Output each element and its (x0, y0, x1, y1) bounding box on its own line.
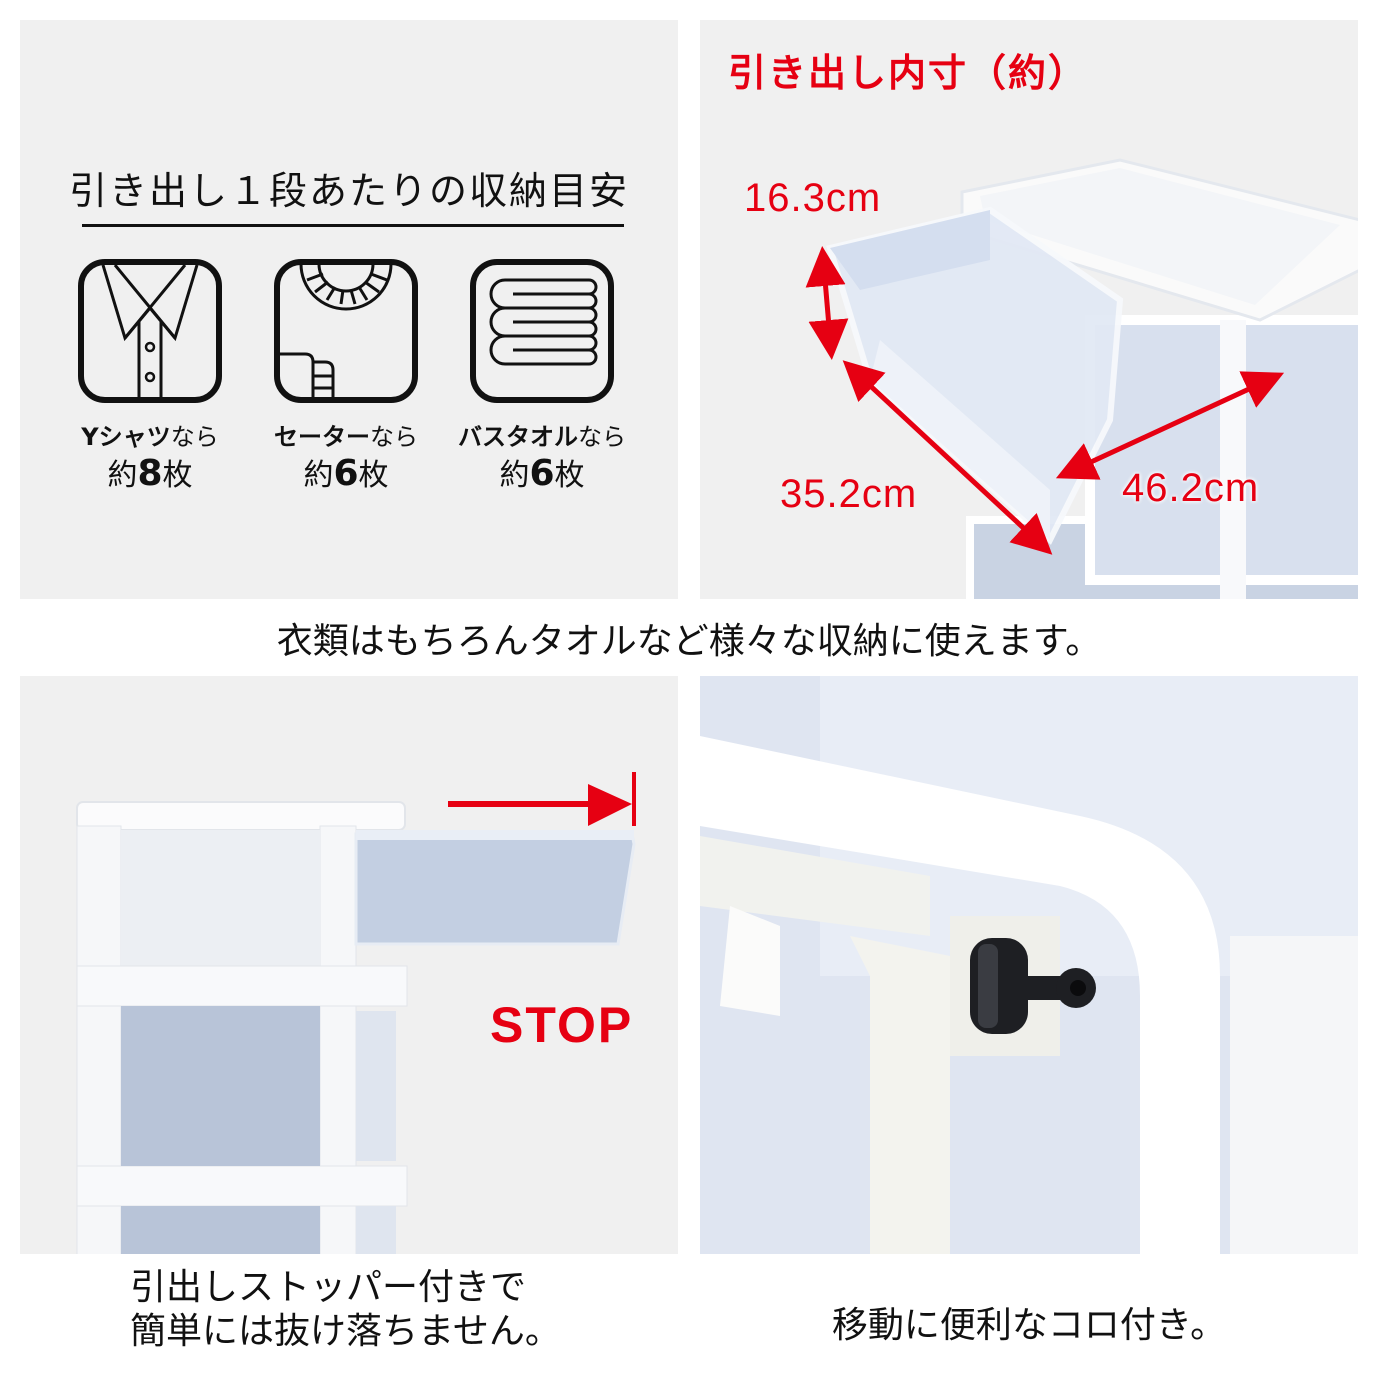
shirt-icon (77, 258, 223, 404)
title-divider (82, 224, 624, 227)
item-name: Yシャツ (81, 423, 171, 451)
storage-guide-title: 引き出し１段あたりの収納目安 (68, 169, 629, 213)
caster-caption: 移動に便利なコロ付き。 (831, 1305, 1227, 1346)
stopper-caption-line2: 簡単には抜け落ちません。 (130, 1311, 561, 1352)
storage-guide-panel: 引き出し１段あたりの収納目安 (20, 20, 678, 599)
item-name: バスタオル (458, 423, 578, 451)
item-suffix: なら (578, 423, 626, 451)
depth-dimension: 35.2cm (780, 472, 918, 516)
shirt-capacity: Yシャツなら 約8枚 (50, 420, 250, 496)
qty-prefix: 約 (499, 458, 530, 493)
qty-suffix: 枚 (162, 458, 193, 493)
item-suffix: なら (370, 423, 418, 451)
qty-value: 6 (333, 453, 359, 494)
dimensions-panel: 引き出し内寸（約） 16.3cm 35.2cm 46.2cm (700, 20, 1358, 599)
sweater-icon (273, 258, 419, 404)
bath-towel-icon (469, 258, 615, 404)
towel-capacity: バスタオルなら 約6枚 (442, 420, 642, 496)
stopper-caption: 引出しストッパー付きで 簡単には抜け落ちません。 (130, 1266, 561, 1354)
qty-suffix: 枚 (554, 458, 585, 493)
height-dimension: 16.3cm (744, 176, 882, 220)
qty-suffix: 枚 (358, 458, 389, 493)
qty-value: 8 (137, 453, 163, 494)
stopper-caption-line1: 引出しストッパー付きで (130, 1267, 527, 1308)
dimension-arrows (805, 246, 1285, 555)
caster-panel (700, 676, 1358, 1254)
caster-wheel-closeup (700, 676, 1358, 1254)
stopper-panel: STOP (20, 676, 678, 1254)
sweater-capacity: セーターなら 約6枚 (246, 420, 446, 496)
width-dimension: 46.2cm (1122, 466, 1260, 510)
usage-caption: 衣類はもちろんタオルなど様々な収納に使えます。 (276, 621, 1102, 662)
qty-prefix: 約 (303, 458, 334, 493)
item-suffix: なら (170, 423, 219, 451)
stop-label: STOP (490, 997, 634, 1053)
qty-value: 6 (529, 453, 555, 494)
item-name: セーター (274, 423, 370, 451)
qty-prefix: 約 (107, 458, 138, 493)
drawer-stopper-illustration (76, 772, 636, 1254)
dimensions-title: 引き出し内寸（約） (728, 53, 1089, 95)
